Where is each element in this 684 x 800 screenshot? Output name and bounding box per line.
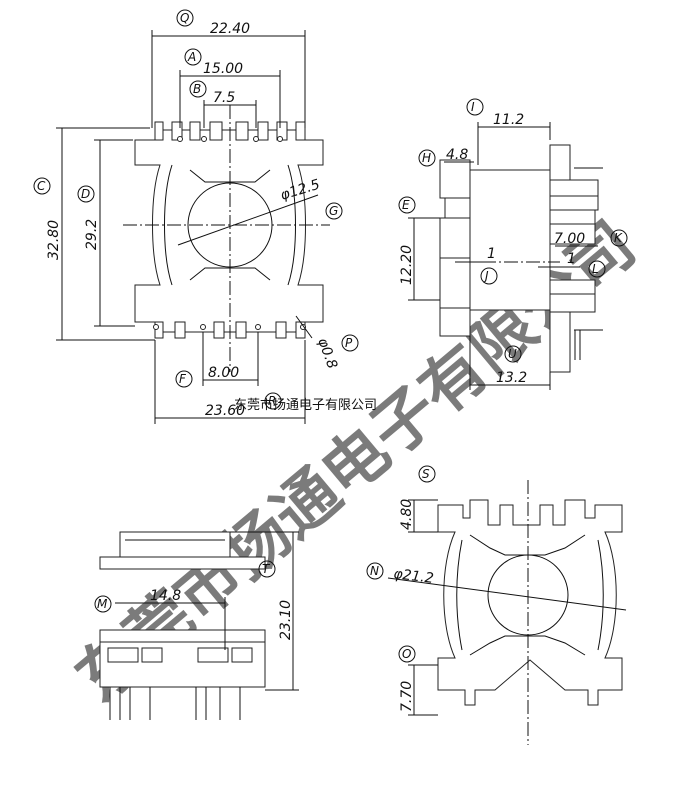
dim-s-label: S [422, 467, 430, 481]
dim-p-label: P [345, 336, 353, 350]
bottom-view: 4.80 S φ21.2 N 7.70 O [366, 465, 627, 745]
dim-a-value: 15.00 [203, 61, 243, 77]
dim-r-label: R [268, 394, 276, 408]
dim-f-label: F [179, 372, 187, 386]
dim-b-label: B [193, 82, 201, 96]
dim-a-label: A [187, 50, 196, 64]
dim-c-value-rot: 32.80 [46, 220, 62, 260]
dim-q-label: Q [180, 11, 189, 25]
dim-l-label: L [592, 262, 599, 276]
watermark-small: 东莞市扬通电子有限公司 [234, 397, 377, 413]
dim-e-value: 12.20 [399, 245, 415, 285]
dim-u-value: 13.2 [496, 370, 527, 386]
dim-p-value: φ0.8 [314, 336, 340, 371]
dim-u-label: U [508, 347, 517, 361]
dim-b-value: 7.5 [213, 90, 235, 106]
top-view: 22.40 Q 15.00 A 7.5 B 32.80 C 29.2 D φ12 [33, 9, 359, 424]
dim-j-value: 1 [487, 246, 496, 262]
side-view: 11.2 I 4.8 H 12.20 E 1 J 7.00 K 1 L [398, 98, 628, 390]
dim-l-value: 1 [567, 251, 576, 267]
front-view: 14.8 M 23.10 T [94, 531, 299, 720]
dim-c-label: C [37, 179, 46, 193]
dim-n-value: φ21.2 [393, 566, 435, 587]
dim-m-label: M [97, 597, 108, 611]
dim-f-value: 8.00 [208, 365, 239, 381]
dim-e-label: E [402, 198, 410, 212]
dim-q-value: 22.40 [210, 21, 250, 37]
dim-t-label: T [262, 562, 271, 576]
dim-s-value: 4.80 [399, 499, 415, 530]
dim-i-label: I [471, 100, 475, 114]
front-pins [109, 687, 241, 720]
top-pin-slots [154, 121, 306, 142]
dim-j-label: J [483, 269, 489, 283]
dim-t-value: 23.10 [278, 600, 294, 640]
dim-h-value: 4.8 [446, 147, 468, 163]
dim-n-label: N [370, 564, 379, 578]
dim-o-label: O [402, 647, 411, 661]
dim-o-value: 7.70 [399, 681, 415, 712]
dim-h-label: H [422, 151, 431, 165]
dim-d-value: 29.2 [84, 219, 100, 250]
dim-g-label: G [329, 204, 338, 218]
dim-k-value: 7.00 [554, 231, 585, 247]
dim-i-value: 11.2 [493, 112, 524, 128]
dim-r-value: 23.60 [205, 403, 245, 419]
dim-m-value: 14.8 [150, 588, 181, 604]
dim-d-label: D [81, 187, 90, 201]
dim-k-label: K [614, 231, 623, 245]
